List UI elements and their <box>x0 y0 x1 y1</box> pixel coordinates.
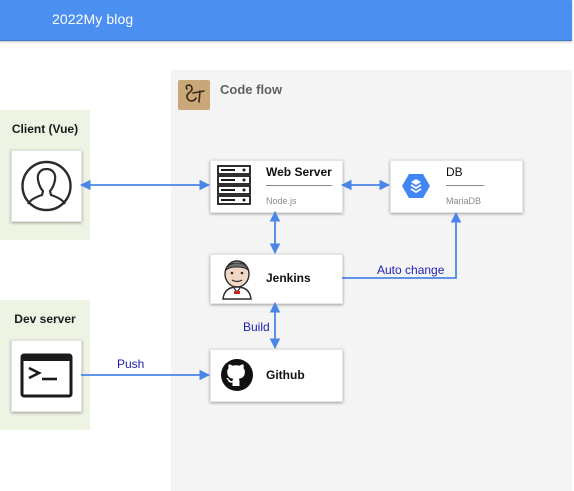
blog-logo-icon <box>178 80 210 110</box>
github-title: Github <box>266 368 305 382</box>
app-header: 2022My blog <box>0 0 572 41</box>
push-edge-label: Push <box>117 357 145 371</box>
dev-server-card[interactable] <box>11 340 82 412</box>
web-server-card[interactable]: Web Server Node.js <box>210 160 343 213</box>
client-zone-label: Client (Vue) <box>11 122 79 136</box>
web-server-divider <box>266 185 332 186</box>
dev-zone-label: Dev server <box>14 312 76 326</box>
jenkins-title: Jenkins <box>266 271 311 285</box>
server-icon <box>217 165 251 205</box>
db-card[interactable]: DB MariaDB <box>390 160 523 213</box>
app-title: 2022My blog <box>52 11 134 27</box>
user-icon <box>21 160 72 212</box>
build-edge-label: Build <box>243 320 270 334</box>
db-divider <box>446 185 484 186</box>
auto-change-edge-label: Auto change <box>377 263 445 277</box>
github-icon <box>221 359 253 391</box>
jenkins-icon <box>222 260 252 300</box>
db-title: DB <box>446 165 463 179</box>
terminal-icon <box>20 353 73 398</box>
database-icon <box>402 174 430 198</box>
web-server-subtitle: Node.js <box>266 196 297 206</box>
group-title: Code flow <box>220 82 283 97</box>
client-card[interactable] <box>11 150 82 222</box>
github-card[interactable]: Github <box>210 349 343 402</box>
jenkins-card[interactable]: Jenkins <box>210 254 343 304</box>
db-subtitle: MariaDB <box>446 196 482 206</box>
jenkins-db-edge <box>342 211 462 279</box>
web-server-title: Web Server <box>266 165 332 179</box>
